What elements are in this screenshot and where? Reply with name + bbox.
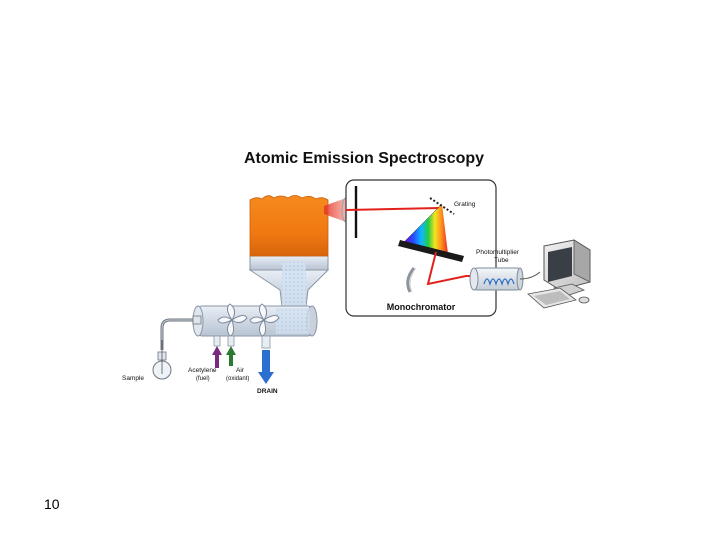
- grating-label: Grating: [454, 201, 476, 208]
- sample-label: Sample: [122, 375, 144, 382]
- impeller-left: [217, 303, 248, 337]
- spectrum-fan: [404, 204, 448, 254]
- impeller-right: [249, 303, 280, 337]
- nebulizer-nozzle: [192, 315, 202, 325]
- grating: [429, 197, 455, 215]
- burner-housing: [248, 255, 330, 307]
- drain-arrow: [258, 350, 274, 384]
- acetylene-label: Acetylene: [188, 367, 217, 374]
- emission-beam: [324, 198, 346, 222]
- signal-cable: [519, 271, 541, 280]
- concave-mirror: [406, 267, 416, 293]
- inlet-pipes: [213, 335, 271, 349]
- sample-capillary: [160, 318, 198, 350]
- page-number: 10: [44, 496, 60, 512]
- computer-icon: [527, 239, 591, 309]
- fuel-label: (fuel): [196, 376, 210, 382]
- oxidant-label: (oxidant): [226, 376, 249, 382]
- monochromator-label: Monochromator: [387, 302, 456, 312]
- acetylene-arrow: [212, 346, 222, 368]
- beam-to-grating: [345, 207, 441, 211]
- air-arrow: [226, 346, 236, 366]
- diagram-title: Atomic Emission Spectroscopy: [244, 150, 484, 167]
- air-label: Air: [236, 367, 245, 374]
- exit-slit: [398, 240, 464, 262]
- flame: [249, 195, 329, 257]
- photomultiplier-tube: [469, 267, 524, 291]
- drain-label: DRAIN: [257, 388, 278, 395]
- sample-flask: [152, 340, 172, 380]
